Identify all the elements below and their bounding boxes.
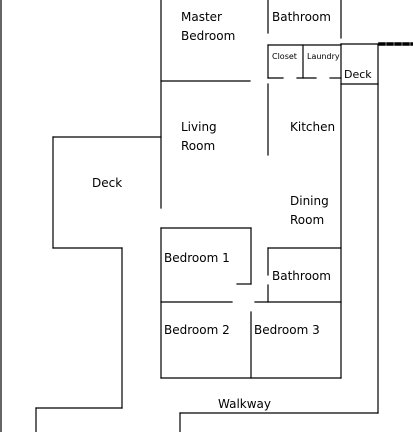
house-outer-walls <box>160 0 342 379</box>
right-deck-walls <box>340 42 413 85</box>
kitchen-label: Kitchen <box>290 120 336 134</box>
living-room-label-line1: Living <box>181 120 217 134</box>
master-bedroom-label-line1: Master <box>181 10 222 24</box>
master-bedroom-label-line2: Bedroom <box>181 29 236 43</box>
walkway-label: Walkway <box>218 397 272 411</box>
bedroom-3-label: Bedroom 3 <box>254 323 320 337</box>
living-room-label-line2: Room <box>181 139 216 153</box>
walkway-walls <box>179 83 379 432</box>
dining-room-label: Dining Room <box>290 192 329 230</box>
master-bedroom-label: Master Bedroom <box>181 8 235 46</box>
closet-label: Closet <box>272 52 297 61</box>
lower-interior-walls <box>160 227 342 379</box>
bedroom-1-label: Bedroom 1 <box>164 251 230 265</box>
living-room-label: Living Room <box>181 118 217 156</box>
bathroom-top-label: Bathroom <box>272 10 331 24</box>
deck-right-label: Deck <box>344 68 372 81</box>
upper-interior-walls <box>160 0 342 156</box>
deck-left-label: Deck <box>92 176 123 190</box>
dining-room-label-line1: Dining <box>290 194 329 208</box>
bedroom-2-label: Bedroom 2 <box>164 323 230 337</box>
bathroom-bottom-label: Bathroom <box>272 269 331 283</box>
left-deck-walls <box>35 136 162 432</box>
laundry-label: Laundry <box>307 52 340 61</box>
dining-room-label-line2: Room <box>290 213 325 227</box>
